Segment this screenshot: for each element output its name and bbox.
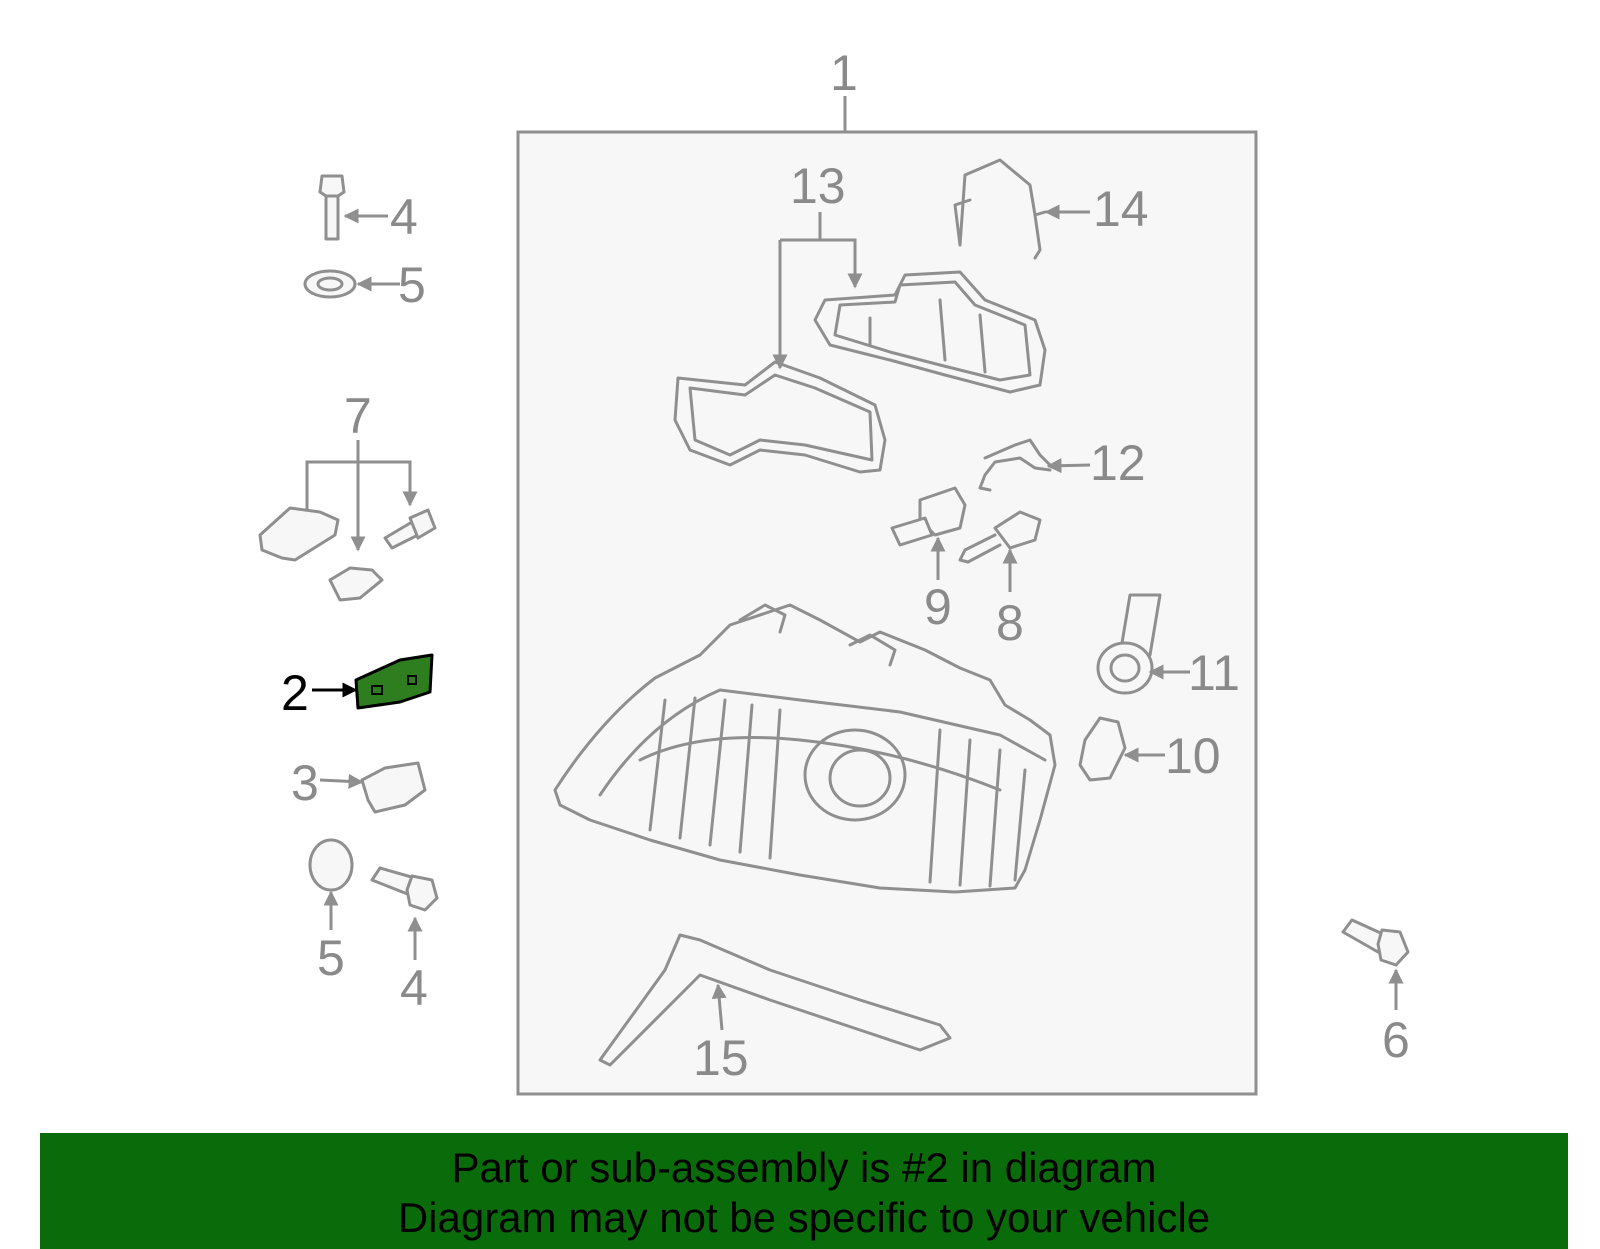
- callout-10: 10: [1165, 728, 1221, 784]
- callout-7: 7: [344, 388, 372, 444]
- callout-9: 9: [924, 579, 952, 635]
- callout-13: 13: [790, 158, 846, 214]
- callout-8: 8: [996, 595, 1024, 651]
- part-2-bracket-highlighted: [354, 653, 434, 710]
- part-11-bulb: [1096, 593, 1162, 695]
- part-headlamp-housing: [553, 603, 1057, 894]
- part-7-hardware-kit: [258, 506, 437, 602]
- part-10-bulb: [1078, 716, 1127, 782]
- part-8-bulb: [958, 510, 1042, 564]
- banner-line-2: Diagram may not be specific to your vehi…: [397, 1194, 1211, 1241]
- callout-1: 1: [830, 45, 858, 101]
- part-9-bulb: [890, 486, 967, 547]
- callout-3: 3: [291, 755, 319, 811]
- part-4-bolt-upper: [318, 174, 346, 241]
- part-15-trim-strip: [598, 933, 952, 1067]
- part-3-clip: [360, 761, 427, 814]
- callout-11: 11: [1188, 645, 1240, 701]
- callout-5-lower: 5: [317, 930, 345, 986]
- part-14-clip: [953, 158, 1047, 260]
- callout-4-lower: 4: [400, 960, 428, 1016]
- notice-banner: Part or sub-assembly is #2 in diagram Di…: [40, 1133, 1568, 1249]
- part-6-bolt: [1341, 918, 1410, 967]
- part-12-spring-clip: [978, 438, 1052, 492]
- banner-line-1: Part or sub-assembly is #2 in diagram: [451, 1144, 1157, 1191]
- callout-14: 14: [1093, 181, 1149, 237]
- callout-4-upper: 4: [390, 189, 418, 245]
- callout-12: 12: [1090, 435, 1146, 491]
- part-4-bolt-lower: [370, 866, 439, 912]
- callout-6: 6: [1382, 1012, 1410, 1068]
- callout-15: 15: [693, 1030, 749, 1086]
- callout-5-upper: 5: [398, 257, 426, 313]
- part-5-washer-upper: [303, 269, 357, 299]
- callout-2: 2: [281, 665, 309, 721]
- part-5-washer-lower: [308, 838, 354, 892]
